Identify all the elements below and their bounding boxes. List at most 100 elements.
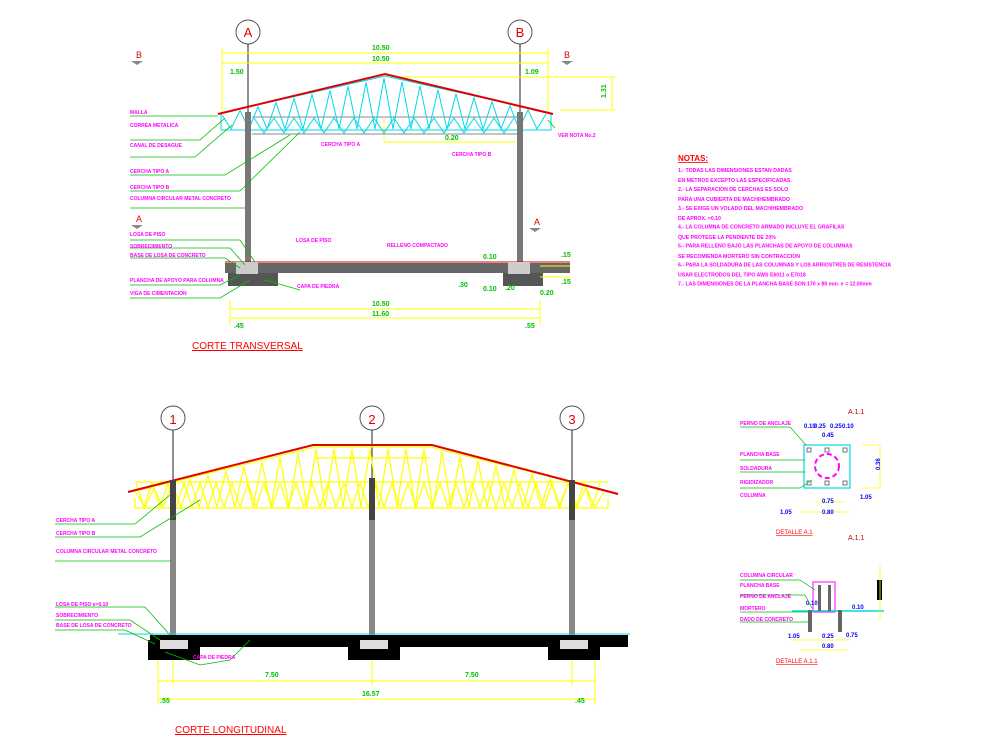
drawing-label: 0.10 <box>806 601 818 607</box>
title-corte-transversal: CORTE TRANSVERSAL <box>192 341 303 352</box>
dim-truss-depth: 0.20 <box>445 135 459 142</box>
drawing-label: CERCHA TIPO B <box>452 152 492 158</box>
note-line: EN METROS EXCEPTO LAS ESPECIFICADAS. <box>678 178 792 184</box>
drawing-label: 0.10 <box>804 424 816 430</box>
truss-web-lower <box>253 117 515 134</box>
drawing-label: VIGA DE CIMENTACION <box>130 291 187 297</box>
roof-longitudinal <box>127 444 619 495</box>
column-1 <box>170 480 176 635</box>
detail-plan-ref: A.1.1 <box>848 409 864 416</box>
labels-longitudinal: CERCHA TIPO A CERCHA TIPO B COLUMNA CIRC… <box>56 518 236 661</box>
drawing-label: COLUMNA <box>740 493 766 499</box>
note-line: 6.- PARA LA SOLDADURA DE LAS COLUMNAS Y … <box>678 263 891 269</box>
drawing-label: 0.25 <box>814 424 826 430</box>
drawing-label: CERCHA TIPO A <box>321 142 360 148</box>
drawing-label: 0.75 <box>846 633 858 639</box>
drawing-label: VER NOTA No.2 <box>558 133 596 139</box>
dim-span-2: 7.50 <box>465 672 479 679</box>
note-line: USAR ELECTRODOS DEL TIPO AWS E6011 o E70… <box>678 273 806 279</box>
drawing-label: CAPA DE PIEDRA <box>297 284 340 290</box>
drawing-label: 0.80 <box>822 510 834 516</box>
note-line: 2.- LA SEPARACION DE CERCHAS ES SOLO <box>678 187 788 193</box>
dim-overall-inner: 10.50 <box>372 56 390 63</box>
longitudinal-section: 1 2 3 7.50 7.50 16.57 .55 <box>55 405 630 736</box>
dim-d6: .20 <box>505 285 515 292</box>
axis-bubble-3: 3 <box>559 405 585 480</box>
dimension-lines-bottom <box>229 265 570 325</box>
note-line: 5.- PARA RELLENO BAJO LAS PLANCHAS DE AP… <box>678 244 853 250</box>
drawing-label: CERCHA TIPO A <box>130 169 169 175</box>
drawing-label: 2 <box>368 412 375 427</box>
dim-bottom-total: 11.60 <box>372 311 389 318</box>
dim-d3: .15 <box>561 252 571 259</box>
truss-web-lower <box>135 481 601 509</box>
drawing-label: SOLDADURA <box>740 466 772 472</box>
drawing-label: COLUMNA CIRCULAR METAL CONCRETO <box>56 549 157 555</box>
floor-slab-transversal <box>225 261 570 286</box>
transversal-section: A B B B A A 10.50 10.50 1.50 1.09 1.31 0… <box>130 19 615 352</box>
column-2 <box>369 478 375 635</box>
note-line: 7.- LAS DIMENSIONES DE LA PLANCHA BASE S… <box>678 281 872 287</box>
drawing-label: PLANCHA BASE <box>740 452 780 458</box>
drawing-label: 0.10 <box>842 424 854 430</box>
drawing-label: B <box>516 25 525 40</box>
column-b <box>517 112 523 264</box>
note-line: SE RECOMIENDA MORTERO SIN CONTRACCION <box>678 254 800 260</box>
drawing-label: SOBRECIMIENTO <box>56 613 98 619</box>
dim-d2: 0.10 <box>483 286 497 293</box>
drawing-label: 1 <box>169 412 176 427</box>
dimension-lines-top <box>221 48 615 143</box>
dim-overall-top: 10.50 <box>372 45 390 52</box>
drawing-label: 0.25 <box>822 634 834 640</box>
drawing-label: DADO DE CONCRETO <box>740 617 793 623</box>
labels-transversal: MALLA CORREA METALICA CANAL DE DESAGUE C… <box>130 110 596 297</box>
notes-block: NOTAS: 1.- TODAS LAS DIMENSIONES ESTAN D… <box>678 154 891 287</box>
note-line: DE APROX. =0.10 <box>678 216 721 222</box>
section-mark-a-right: A <box>529 217 541 232</box>
drawing-label: PLANCHA DE APOYO PARA COLUMNA <box>130 278 224 284</box>
drawing-label: CORREA METALICA <box>130 123 179 129</box>
section-mark-b-right: B <box>561 50 573 65</box>
truss-web-upper <box>221 78 547 131</box>
drawing-label: 0.25 <box>830 424 842 430</box>
note-line: PARA UNA CUBIERTA DE MACHIHEMBRADO <box>678 197 790 203</box>
floor-slab-longitudinal <box>118 633 630 660</box>
roof-transversal <box>217 72 554 115</box>
dim-bottom-inner: 10.50 <box>372 301 390 308</box>
column-3 <box>569 480 575 635</box>
drawing-label: RELLENO COMPACTADO <box>387 243 448 249</box>
drawing-label: 0.10 <box>852 605 864 611</box>
note-line: 3.- SE EXIGE UN VOLADO DEL MACHIHEMBRADO <box>678 206 803 212</box>
drawing-label: BASE DE LOSA DE CONCRETO <box>130 253 206 259</box>
detail-section-ref: A.1.1 <box>848 535 864 542</box>
section-mark-b-left: B <box>131 50 143 65</box>
dim-d1: 0.10 <box>483 254 497 261</box>
axis-bubble-a: A <box>235 19 261 115</box>
dim-overhang-right: 1.09 <box>525 69 539 76</box>
drawing-label: CERCHA TIPO B <box>56 531 96 537</box>
note-line: 1.- TODAS LAS DIMENSIONES ESTAN DADAS <box>678 168 792 174</box>
title-corte-longitudinal: CORTE LONGITUDINAL <box>175 725 287 736</box>
dim-total: 16.57 <box>362 691 380 698</box>
detail-plan-title: DETALLE A.1 <box>776 530 813 536</box>
drawing-label: B <box>564 50 570 60</box>
drawing-label: PERNO DE ANCLAJE <box>740 594 792 600</box>
column-a <box>245 112 251 264</box>
drawing-label: 1.05 <box>780 510 792 516</box>
detail-section: A.1.1 0.100.10 0.251.05 0.750.80 COLUMNA… <box>740 535 884 665</box>
dim-left-edge: .45 <box>234 323 244 330</box>
drawing-label: 0.45 <box>822 433 834 439</box>
drawing-label: 1.05 <box>788 634 800 640</box>
axis-bubble-b: B <box>507 19 533 115</box>
axis-bubble-2: 2 <box>359 405 385 480</box>
drawing-label: A <box>244 25 253 40</box>
note-line: 4.- LA COLUMNA DE CONCRETO ARMADO INCLUY… <box>678 225 845 231</box>
note-line: QUE PROTEGE LA PENDIENTE DE 20% <box>678 235 776 241</box>
drawing-label: A <box>534 217 540 227</box>
drawing-label: 1.05 <box>860 495 872 501</box>
drawing-label: CANAL DE DESAGUE <box>130 143 183 149</box>
drawing-label: PERNO DE ANCLAJE <box>740 421 792 427</box>
drawing-label: B <box>136 50 142 60</box>
axis-bubble-1: 1 <box>160 405 186 480</box>
